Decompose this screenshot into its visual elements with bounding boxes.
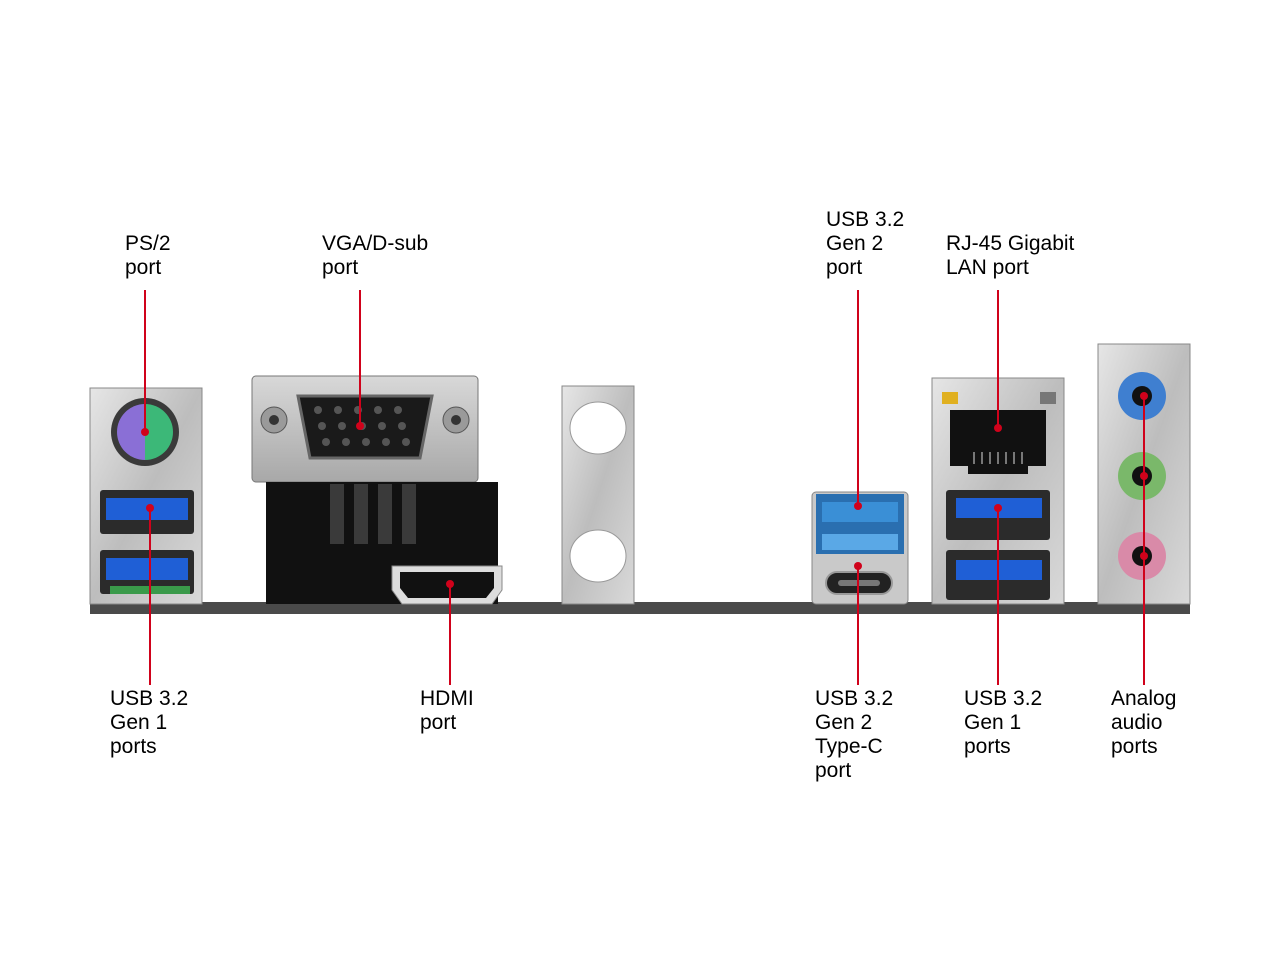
label-ps2-port: PS/2 port bbox=[125, 232, 171, 279]
blank-bracket bbox=[561, 385, 635, 605]
label-usb-gen1-left: USB 3.2 Gen 1 ports bbox=[110, 687, 189, 758]
label-audio-ports: Analog audio ports bbox=[1111, 687, 1177, 758]
board-edge bbox=[90, 602, 1190, 614]
label-vga-port: VGA/D-sub port bbox=[322, 232, 429, 279]
label-hdmi-port: HDMI port bbox=[420, 687, 474, 734]
label-rj45-port: RJ-45 Gigabit LAN port bbox=[946, 232, 1075, 279]
label-usb-gen2-port: USB 3.2 Gen 2 port bbox=[826, 208, 905, 279]
leader-lines bbox=[141, 290, 1148, 685]
usb-gen2-port bbox=[822, 502, 898, 522]
usb-gen1-left-port-2 bbox=[106, 558, 188, 580]
usb-gen2-typec-stack bbox=[811, 491, 909, 605]
ps2-mouse-half bbox=[145, 404, 173, 460]
label-usb-gen1-right: USB 3.2 Gen 1 ports bbox=[964, 687, 1043, 758]
label-usb-typec-port: USB 3.2 Gen 2 Type-C port bbox=[815, 687, 894, 782]
ps2-keyboard-half bbox=[117, 404, 145, 460]
vga-hdmi-block bbox=[251, 375, 503, 605]
